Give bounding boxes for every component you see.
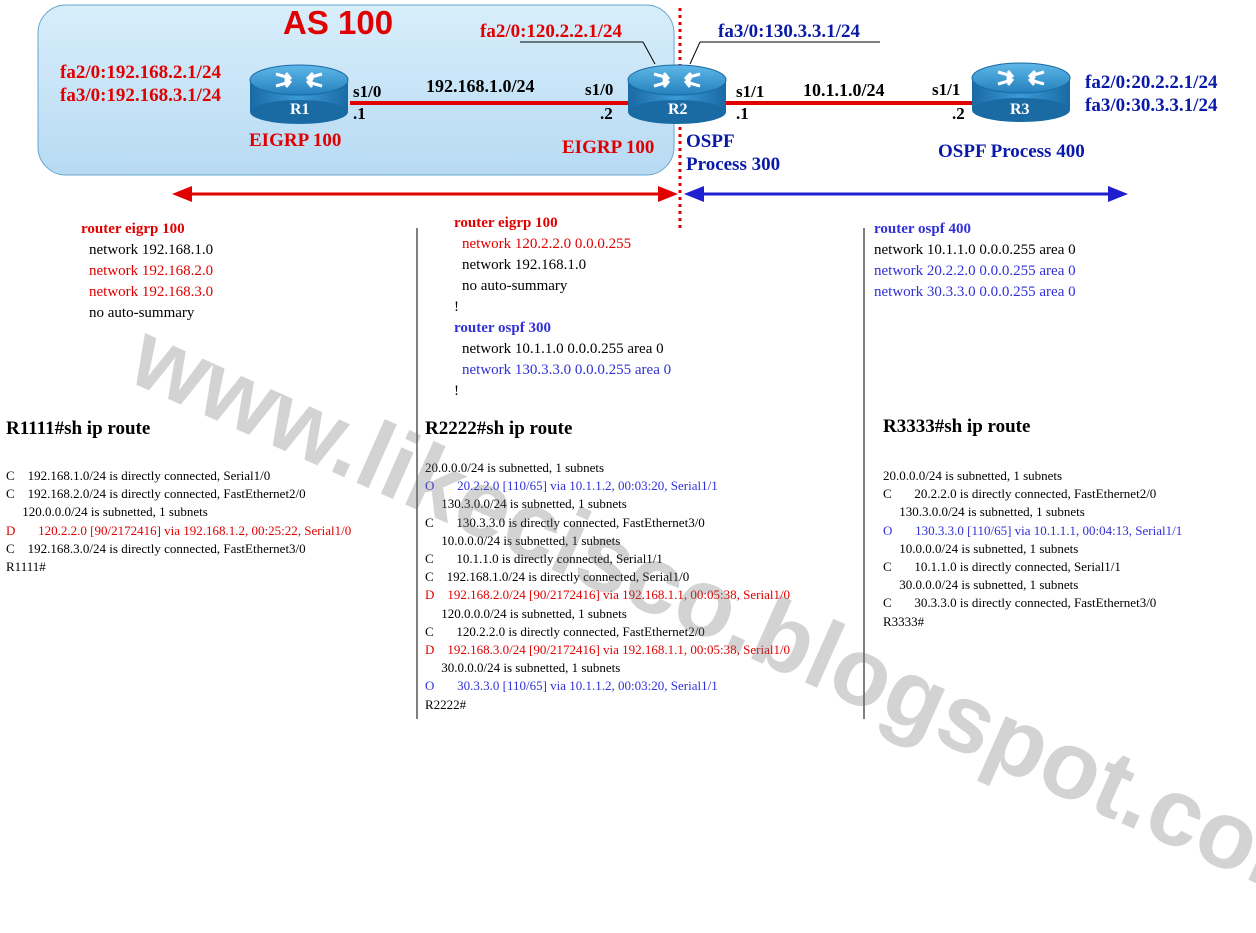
r1-iface-fa2: fa2/0:192.168.2.1/24 [60, 62, 221, 83]
route-r1-lines: C 192.168.1.0/24 is directly connected, … [6, 467, 351, 576]
r2-left-host: .2 [600, 104, 613, 123]
route-r3-lines-line: C 10.1.1.0 is directly connected, Serial… [883, 559, 1121, 575]
config-r3: router ospf 400 network 10.1.1.0 0.0.0.25… [874, 219, 1076, 303]
r3-port: s1/1 [932, 80, 961, 99]
r3-label: R3 [1010, 101, 1030, 118]
r2-eigrp: EIGRP 100 [562, 137, 655, 158]
r3-protocol: OSPF Process 400 [938, 141, 1085, 162]
route-r2-lines-line: 10.0.0.0/24 is subnetted, 1 subnets [425, 532, 621, 548]
route-r2-lines-line: R2222# [425, 696, 467, 712]
topology-diagram [37, 4, 1128, 719]
r2-fa2-leader-diag [642, 41, 656, 65]
r3-host: .2 [952, 104, 965, 123]
r3-iface-fa2: fa2/0:20.2.2.1/24 [1085, 72, 1218, 93]
router-arrows-icon [997, 69, 1045, 86]
r1-port: s1/0 [353, 82, 382, 101]
r2-label: R2 [668, 101, 688, 118]
route-r3-lines-line: 130.3.0.0/24 is subnetted, 1 subnets [883, 504, 1085, 520]
r2-left-port: s1/0 [585, 80, 614, 99]
r2-ospf-line2: Process 300 [686, 154, 781, 175]
r2-right-host: .1 [736, 104, 749, 123]
route-r1-lines-line: 120.0.0.0/24 is subnetted, 1 subnets [6, 504, 208, 520]
as-label: AS 100 [283, 4, 394, 41]
route-r3-lines-line: 20.0.0.0/24 is subnetted, 1 subnets [883, 468, 1063, 483]
route-r3-lines-line: C 20.2.2.0 is directly connected, FastEt… [883, 486, 1157, 502]
route-r3-lines-line: 30.0.0.0/24 is subnetted, 1 subnets [883, 577, 1079, 593]
config-r2-line: network 130.3.3.0 0.0.0.255 area 0 [462, 362, 672, 378]
config-r2-line: network 120.2.2.0 0.0.0.255 [462, 236, 632, 252]
route-r1-lines-line: C 192.168.1.0/24 is directly connected, … [6, 468, 271, 483]
router-r2[interactable] [627, 64, 727, 124]
r1-protocol: EIGRP 100 [249, 130, 342, 151]
route-r2-lines-line: 130.3.0.0/24 is subnetted, 1 subnets [425, 496, 627, 512]
route-r2-lines-line: D 192.168.2.0/24 [90/2172416] via 192.16… [425, 587, 791, 603]
r2-right-port: s1/1 [736, 82, 765, 101]
config-r2-line: network 192.168.1.0 [462, 257, 587, 273]
config-r3-line: router ospf 400 [874, 221, 971, 237]
config-r3-line: network 30.3.3.0 0.0.0.255 area 0 [874, 284, 1076, 300]
r2-ospf-line1: OSPF [686, 131, 735, 152]
r2-iface-fa2: fa2/0:120.2.2.1/24 [480, 21, 622, 42]
route-r2-lines-line: 120.0.0.0/24 is subnetted, 1 subnets [425, 605, 627, 621]
config-r1-line: network 192.168.1.0 [89, 242, 214, 258]
route-r2-lines-line: C 120.2.2.0 is directly connected, FastE… [425, 623, 705, 639]
config-r1-line: no auto-summary [89, 305, 195, 321]
route-r3-lines-line: 10.0.0.0/24 is subnetted, 1 subnets [883, 540, 1079, 556]
config-r2-line: router eigrp 100 [454, 215, 558, 231]
route-r1-lines-line: C 192.168.3.0/24 is directly connected, … [6, 540, 306, 556]
link23-subnet: 10.1.1.0/24 [803, 80, 885, 100]
route-r2-lines-line: O 20.2.2.0 [110/65] via 10.1.1.2, 00:03:… [425, 478, 718, 494]
config-r1: router eigrp 100 network 192.168.1.0 netwo… [81, 219, 213, 324]
config-r2-line: ! [454, 383, 459, 399]
r3-iface-fa3: fa3/0:30.3.3.1/24 [1085, 95, 1218, 116]
config-r1-line: network 192.168.2.0 [89, 263, 214, 279]
config-r3-line: network 10.1.1.0 0.0.0.255 area 0 [874, 242, 1076, 258]
route-r1-lines-line: D 120.2.2.0 [90/2172416] via 192.168.1.2… [6, 522, 352, 538]
route-r2-lines-line: C 130.3.3.0 is directly connected, FastE… [425, 514, 705, 530]
route-r1-lines-line: C 192.168.2.0/24 is directly connected, … [6, 486, 306, 502]
config-r2-line: network 10.1.1.0 0.0.0.255 area 0 [462, 341, 664, 357]
config-r3-line: network 20.2.2.0 0.0.0.255 area 0 [874, 263, 1076, 279]
route-r2-title: R2222#sh ip route [425, 418, 573, 439]
route-r3-lines-line: R3333# [883, 613, 925, 629]
route-r3-lines-line: C 30.3.3.0 is directly connected, FastEt… [883, 595, 1157, 611]
r1-host: .1 [353, 104, 366, 123]
r1-label: R1 [290, 101, 310, 118]
r2-fa3-leader-diag [689, 41, 701, 65]
route-r2-lines-line: D 192.168.3.0/24 [90/2172416] via 192.16… [425, 642, 791, 658]
config-r2-line: ! [454, 299, 459, 315]
r2-iface-fa3: fa3/0:130.3.3.1/24 [718, 21, 860, 42]
route-r2-lines: 20.0.0.0/24 is subnetted, 1 subnets O 20.… [425, 459, 790, 714]
config-r1-line: router eigrp 100 [81, 221, 185, 237]
route-r3-lines: 20.0.0.0/24 is subnetted, 1 subnets C 20.… [883, 467, 1182, 631]
config-r2-line: router ospf 300 [454, 320, 551, 336]
route-r3-title: R3333#sh ip route [883, 416, 1031, 437]
route-r2-lines-line: C 192.168.1.0/24 is directly connected, … [425, 569, 690, 585]
route-r1-lines-line: R1111# [6, 559, 46, 575]
router-arrows-icon [653, 71, 701, 88]
route-r2-lines-line: 30.0.0.0/24 is subnetted, 1 subnets [425, 660, 621, 676]
route-r2-lines-line: C 10.1.1.0 is directly connected, Serial… [425, 551, 663, 567]
route-r2-lines-line: O 30.3.3.0 [110/65] via 10.1.1.2, 00:03:… [425, 678, 718, 694]
config-r1-line: network 192.168.3.0 [89, 284, 214, 300]
config-r2: router eigrp 100 network 120.2.2.0 0.0.0.… [454, 213, 671, 402]
config-r2-line: no auto-summary [462, 278, 568, 294]
router-r3[interactable] [971, 62, 1071, 122]
link12-subnet: 192.168.1.0/24 [426, 76, 535, 96]
router-arrows-icon [275, 71, 323, 88]
eigrp-domain-arrow [172, 186, 678, 202]
router-r1[interactable] [249, 64, 349, 124]
r1-iface-fa3: fa3/0:192.168.3.1/24 [60, 85, 221, 106]
ospf-domain-arrow [684, 186, 1128, 202]
route-r1-title: R1111#sh ip route [6, 418, 151, 439]
route-r2-lines-line: 20.0.0.0/24 is subnetted, 1 subnets [425, 460, 605, 475]
route-r3-lines-line: O 130.3.3.0 [110/65] via 10.1.1.1, 00:04… [883, 522, 1183, 538]
